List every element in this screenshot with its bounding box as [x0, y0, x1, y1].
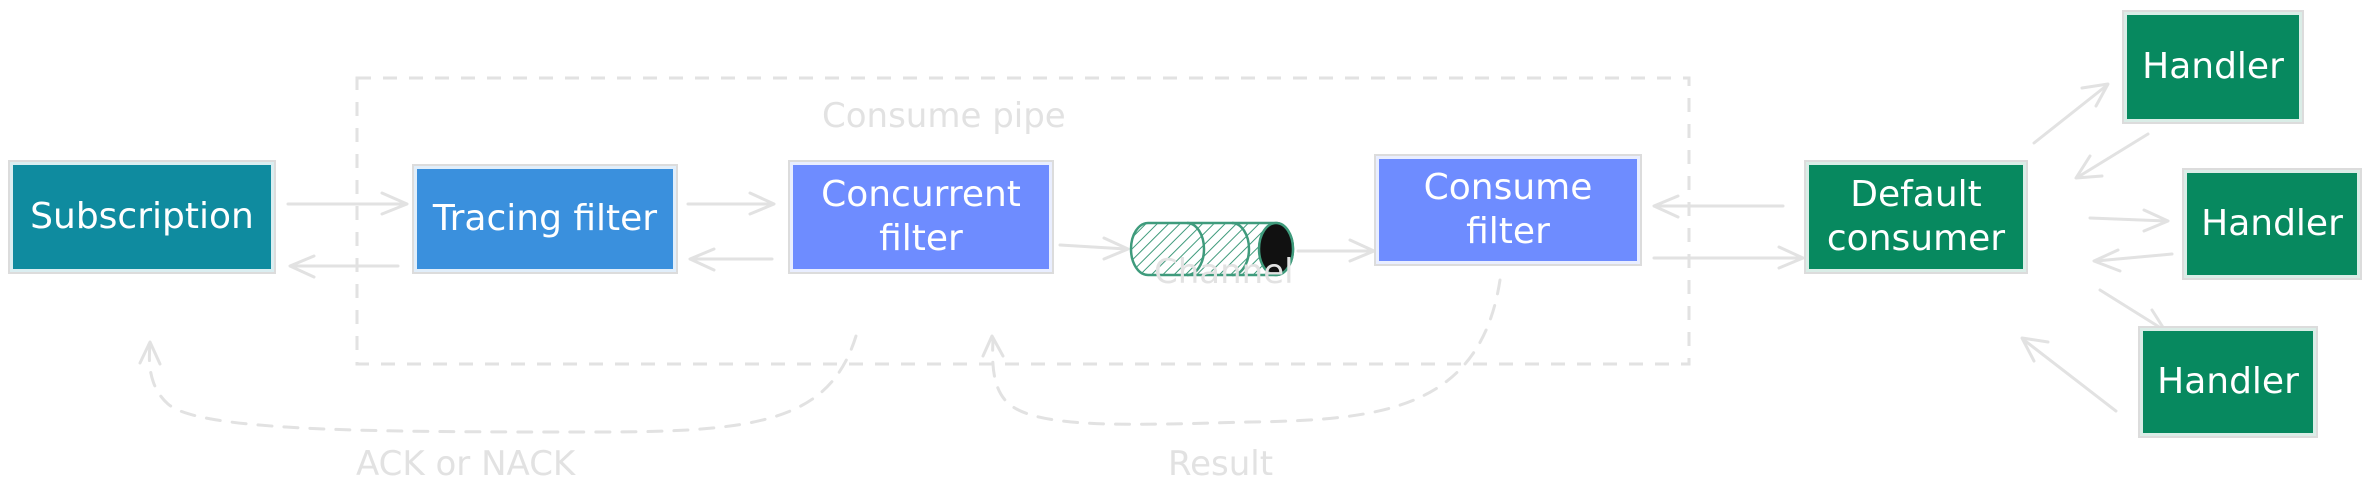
consume-filter-label: Consume filter	[1423, 167, 1593, 252]
arrow-tracing-to-concurrent	[686, 191, 776, 216]
tracing-filter-label: Tracing filter	[432, 198, 658, 239]
concurrent-filter-node: Concurrent filter	[790, 162, 1052, 272]
tracing-filter-node: Tracing filter	[414, 166, 676, 272]
ack-or-nack-label: ACK or NACK	[356, 444, 576, 484]
arrow-subscription-to-tracing	[286, 191, 409, 216]
result-label: Result	[1168, 444, 1274, 484]
subscription-node: Subscription	[10, 162, 274, 272]
handler-label-3: Handler	[2157, 361, 2299, 402]
consume-filter-node: Consume filter	[1376, 156, 1640, 264]
arrow-channel-to-consume	[1296, 238, 1376, 263]
default-consumer-label-line-1: Default	[1850, 174, 1982, 215]
arrow-consumer-to-handler-3	[2098, 288, 2168, 334]
concurrent-filter-label-line-1: Concurrent	[821, 174, 1021, 215]
result-arrowhead	[981, 334, 1005, 358]
channel-icon	[1129, 221, 1295, 277]
subscription-label: Subscription	[30, 196, 254, 237]
ack-or-nack-path	[147, 334, 858, 434]
default-consumer-label-line-2: consumer	[1826, 218, 2006, 259]
ack-or-nack-arrowhead	[138, 340, 162, 366]
arrow-tracing-to-subscription	[288, 254, 400, 279]
result-path	[991, 278, 1502, 426]
handler-label-2: Handler	[2201, 203, 2343, 244]
arrow-consumer-to-handler-1	[2032, 82, 2110, 145]
handler-node-3: Handler	[2140, 328, 2316, 436]
consume-pipe-label: Consume pipe	[822, 96, 1066, 136]
arrow-handler-1-to-consumer	[2074, 132, 2150, 180]
channel-label: Channel	[1154, 252, 1294, 292]
handler-label-1: Handler	[2142, 46, 2284, 87]
arrow-consumer-to-handler-2	[2088, 208, 2170, 233]
arrow-consume-to-consumer	[1652, 245, 1805, 270]
arrow-concurrent-to-channel	[1058, 236, 1130, 261]
handler-node-2: Handler	[2184, 170, 2360, 278]
default-consumer-node: Default consumer	[1806, 162, 2026, 272]
arrow-concurrent-to-tracing	[688, 247, 774, 272]
handler-node-1: Handler	[2124, 12, 2302, 122]
concurrent-filter-label-line-2: filter	[879, 218, 963, 259]
arrow-handler-3-to-consumer	[2020, 336, 2118, 413]
arrow-consumer-to-consume	[1652, 194, 1785, 219]
arrow-handler-2-to-consumer	[2092, 248, 2174, 273]
